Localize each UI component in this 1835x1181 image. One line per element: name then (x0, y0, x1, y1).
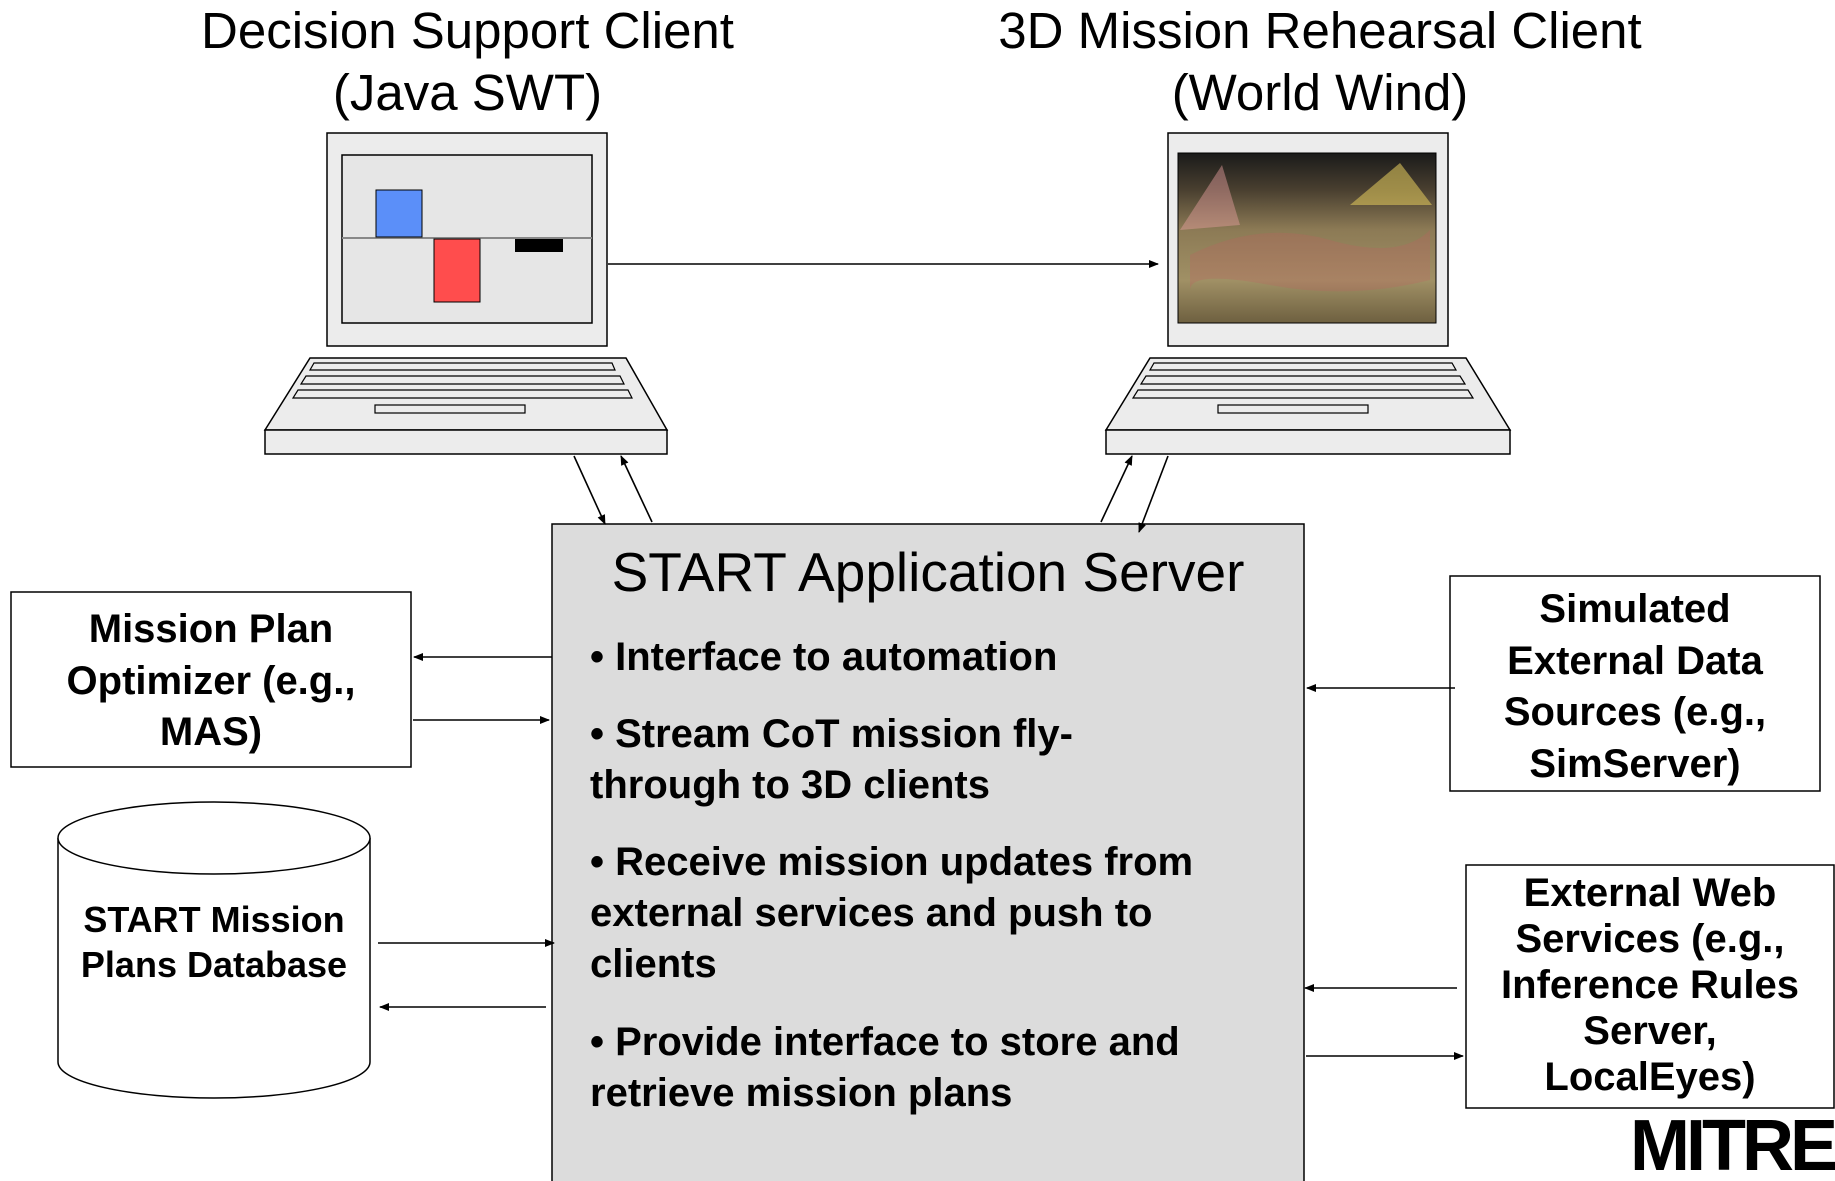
arrow-server-to-dss (620, 455, 653, 523)
server-bullet-stream-cot: • Stream CoT mission fly-through to 3D c… (590, 712, 1073, 808)
server-box (551, 523, 1305, 1181)
laptop-base (264, 429, 668, 455)
database-label: START Mission Plans Database (80, 899, 348, 985)
simulated-sources-label: Simulated External Data Sources (e.g., S… (1503, 587, 1767, 786)
chart-bar-negative (433, 238, 481, 303)
rehearsal-client-tech: (World Wind) (1171, 64, 1469, 122)
optimizer-label: Mission Plan Optimizer (e.g., MAS) (66, 607, 356, 755)
server-bullet-automation: • Interface to automation (590, 635, 1058, 679)
web-services-label: External Web Services (e.g., Inference R… (1501, 871, 1799, 1099)
keyboard-row (1131, 389, 1475, 399)
sensor-cone-yellow (1350, 163, 1432, 205)
mission-rehearsal-laptop (1104, 132, 1512, 455)
server-bullet-receive-updates: • Receive mission updates from external … (590, 840, 1194, 987)
database-cylinder (57, 801, 371, 1099)
laptop-touchpad (374, 404, 526, 414)
keyboard-row (308, 362, 616, 371)
laptop-base (1105, 429, 1511, 455)
server-title: START Application Server (611, 541, 1245, 603)
web-services-box (1465, 864, 1835, 1109)
keyboard-row (1148, 362, 1458, 371)
optimizer-box (10, 591, 412, 768)
server-bullet-store-retrieve: • Provide interface to store and retriev… (590, 1020, 1180, 1116)
rehearsal-client-name: 3D Mission Rehearsal Client (998, 2, 1642, 59)
arrow-dss-to-server (573, 455, 606, 525)
laptop-keyboard-deck (1104, 357, 1512, 431)
keyboard-row (1139, 375, 1467, 385)
sensor-cone-red (1180, 165, 1240, 230)
rehearsal-client-title: 3D Mission Rehearsal Client (World Wind) (980, 0, 1660, 124)
mission-overlay (1190, 230, 1430, 292)
decision-support-laptop (263, 132, 669, 455)
dss-client-title: Decision Support Client (Java SWT) (190, 0, 745, 124)
chart-bar-small (515, 239, 563, 252)
dss-client-name: Decision Support Client (201, 2, 734, 59)
chart-bar-positive (375, 189, 423, 238)
keyboard-row (291, 389, 633, 399)
dss-client-tech: (Java SWT) (332, 64, 603, 122)
keyboard-row (299, 375, 625, 385)
arrow-server-to-3d (1100, 455, 1133, 523)
laptop-keyboard-deck (263, 357, 669, 431)
simulated-sources-box (1449, 575, 1821, 792)
mitre-logo: MITRE (1630, 1106, 1835, 1181)
arrow-3d-to-server (1138, 455, 1169, 533)
laptop-touchpad (1217, 404, 1369, 414)
